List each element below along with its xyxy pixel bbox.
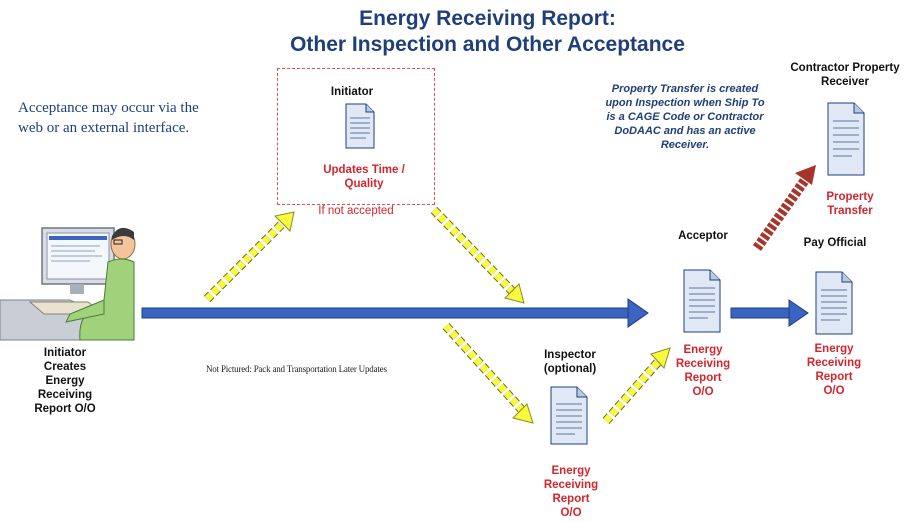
inspector-label-line-2: (optional) bbox=[543, 363, 597, 375]
main-flow-arrow bbox=[141, 298, 649, 328]
title-line-2: Other Inspection and Other Acceptance bbox=[290, 33, 685, 56]
property-transfer-arrow bbox=[752, 165, 816, 251]
property-transfer-label: Property Transfer bbox=[812, 190, 888, 218]
initiator-actor-line-5: Report O/O bbox=[34, 403, 96, 415]
inspector-doc-line-1: Energy bbox=[551, 465, 591, 477]
property-note-line-5: Receiver. bbox=[660, 139, 710, 151]
property-note-line-3: is a CAGE Code or Contractor bbox=[606, 111, 764, 123]
initiator-actor-line-1: Initiator bbox=[43, 347, 87, 359]
yellow-arrow-to-initiator-box bbox=[203, 211, 295, 303]
acceptor-to-pay-arrow bbox=[730, 299, 809, 327]
pay-official-doc-line-4: O/O bbox=[823, 385, 845, 397]
property-transfer-line-2: Transfer bbox=[827, 205, 873, 217]
contractor-receiver-line-2: Receiver bbox=[821, 76, 869, 88]
yellow-arrow-to-acceptor bbox=[602, 347, 671, 424]
initiator-actor-line-3: Energy bbox=[45, 375, 85, 387]
pay-official-document-label: Energy Receiving Report O/O bbox=[794, 342, 874, 398]
initiator-actor-line-4: Receiving bbox=[37, 389, 93, 401]
property-note-line-2: upon Inspection when Ship To bbox=[605, 97, 765, 109]
user-at-computer-icon bbox=[0, 227, 136, 341]
pay-official-doc-line-3: Report bbox=[815, 371, 853, 383]
initiator-actor-label: Initiator Creates Energy Receiving Repor… bbox=[30, 346, 100, 416]
acceptor-doc-line-4: O/O bbox=[692, 386, 714, 398]
document-icon bbox=[683, 269, 721, 333]
acceptance-note-line-1: Acceptance may occur via the bbox=[18, 100, 199, 116]
initiator-actor-line-2: Creates bbox=[43, 361, 87, 373]
document-icon bbox=[815, 271, 853, 335]
inspector-doc-line-3: Report bbox=[552, 493, 590, 505]
initiator-box-action-line-2: Quality bbox=[344, 178, 384, 190]
yellow-arrow-from-initiator-box bbox=[430, 206, 525, 304]
initiator-update-box bbox=[277, 68, 435, 205]
acceptor-document-label: Energy Receiving Report O/O bbox=[663, 343, 743, 399]
initiator-box-condition: If not accepted bbox=[318, 205, 394, 217]
acceptor-doc-line-1: Energy bbox=[683, 344, 723, 356]
acceptance-note: Acceptance may occur via the web or an e… bbox=[18, 98, 248, 138]
not-pictured-note: Not Pictured: Pack and Transportation La… bbox=[206, 364, 387, 374]
acceptor-label: Acceptor bbox=[678, 230, 728, 242]
inspector-label-line-1: Inspector bbox=[544, 349, 596, 361]
acceptor-doc-line-2: Receiving bbox=[675, 358, 731, 370]
pay-official-label: Pay Official bbox=[803, 237, 867, 249]
acceptance-note-line-2: web or an external interface. bbox=[18, 120, 190, 136]
acceptor-doc-line-3: Report bbox=[684, 372, 722, 384]
contractor-receiver-label: Contractor Property Receiver bbox=[782, 61, 908, 89]
document-icon bbox=[345, 103, 375, 149]
page-title: Energy Receiving Report: Other Inspectio… bbox=[0, 6, 908, 58]
pay-official-doc-line-2: Receiving bbox=[806, 357, 862, 369]
document-icon bbox=[550, 386, 588, 445]
initiator-box-action-line-1: Updates Time / bbox=[323, 164, 405, 176]
contractor-receiver-line-1: Contractor Property bbox=[790, 62, 900, 74]
property-transfer-line-1: Property bbox=[826, 191, 874, 203]
yellow-arrow-to-inspector bbox=[442, 322, 534, 424]
inspector-doc-line-2: Receiving bbox=[543, 479, 599, 491]
property-note-line-4: DoDAAC and has an active bbox=[614, 125, 756, 137]
document-icon bbox=[827, 102, 865, 176]
initiator-box-action: Updates Time / Quality bbox=[296, 163, 432, 191]
inspector-doc-line-4: O/O bbox=[560, 507, 582, 519]
title-line-1: Energy Receiving Report: bbox=[359, 7, 616, 30]
inspector-label: Inspector (optional) bbox=[530, 348, 610, 376]
property-transfer-note: Property Transfer is created upon Inspec… bbox=[590, 82, 780, 152]
inspector-document-label: Energy Receiving Report O/O bbox=[530, 464, 612, 520]
property-note-line-1: Property Transfer is created bbox=[611, 83, 759, 95]
pay-official-doc-line-1: Energy bbox=[814, 343, 854, 355]
initiator-box-heading: Initiator bbox=[330, 86, 374, 98]
